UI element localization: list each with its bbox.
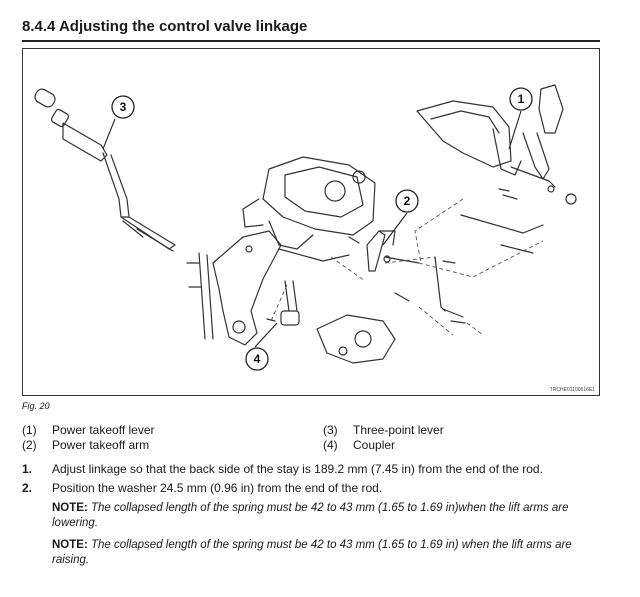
three-point-lever-drawing — [34, 88, 176, 252]
legend-label: Coupler — [353, 438, 396, 452]
title-rule — [22, 40, 600, 42]
linkage-illustration: 1 2 3 4 TRCHE01100516E1 — [34, 84, 595, 393]
legend-item: (1) Power takeoff lever — [22, 423, 155, 438]
legend-number: (3) — [323, 423, 338, 437]
valve-housing-drawing — [186, 156, 376, 346]
callout-1: 1 — [518, 92, 525, 106]
step-item: 2. Position the washer 24.5 mm (0.96 in)… — [22, 481, 602, 500]
legend-number: (2) — [22, 438, 37, 452]
note-lowering: NOTE: The collapsed length of the spring… — [52, 501, 600, 531]
section-title: 8.4.4 Adjusting the control valve linkag… — [22, 18, 308, 35]
step-text: Position the washer 24.5 mm (0.96 in) fr… — [52, 481, 383, 495]
legend-number: (1) — [22, 423, 37, 437]
callout-4: 4 — [254, 352, 261, 366]
legend-item: (4) Coupler — [323, 438, 395, 453]
figure-reference: TRCHE01100516E1 — [550, 387, 595, 393]
legend-item: (2) Power takeoff arm — [22, 438, 149, 453]
legend-label: Power takeoff lever — [52, 423, 155, 437]
legend-label: Three-point lever — [353, 423, 444, 437]
callout-2: 2 — [404, 194, 411, 208]
note-label: NOTE: — [52, 539, 88, 551]
procedure-steps: 1. Adjust linkage so that the back side … — [22, 462, 602, 500]
step-number: 1. — [22, 462, 33, 476]
legend-number: (4) — [323, 438, 338, 452]
connecting-rods-drawing — [394, 214, 544, 302]
legend-label: Power takeoff arm — [52, 438, 150, 452]
step-number: 2. — [22, 481, 33, 495]
coupler-valve-drawing — [266, 280, 396, 364]
step-item: 1. Adjust linkage so that the back side … — [22, 462, 602, 481]
power-takeoff-lever-drawing — [416, 84, 577, 205]
note-text: The collapsed length of the spring must … — [52, 539, 572, 566]
figure-box: 1 2 3 4 TRCHE01100516E1 — [22, 48, 600, 396]
step-text: Adjust linkage so that the back side of … — [52, 462, 543, 476]
legend-item: (3) Three-point lever — [323, 423, 444, 438]
note-raising: NOTE: The collapsed length of the spring… — [52, 538, 600, 568]
note-text: The collapsed length of the spring must … — [52, 502, 569, 529]
figure-caption: Fig. 20 — [22, 401, 50, 411]
note-label: NOTE: — [52, 502, 88, 514]
callout-3: 3 — [120, 100, 127, 114]
power-takeoff-arm-drawing — [348, 230, 466, 324]
